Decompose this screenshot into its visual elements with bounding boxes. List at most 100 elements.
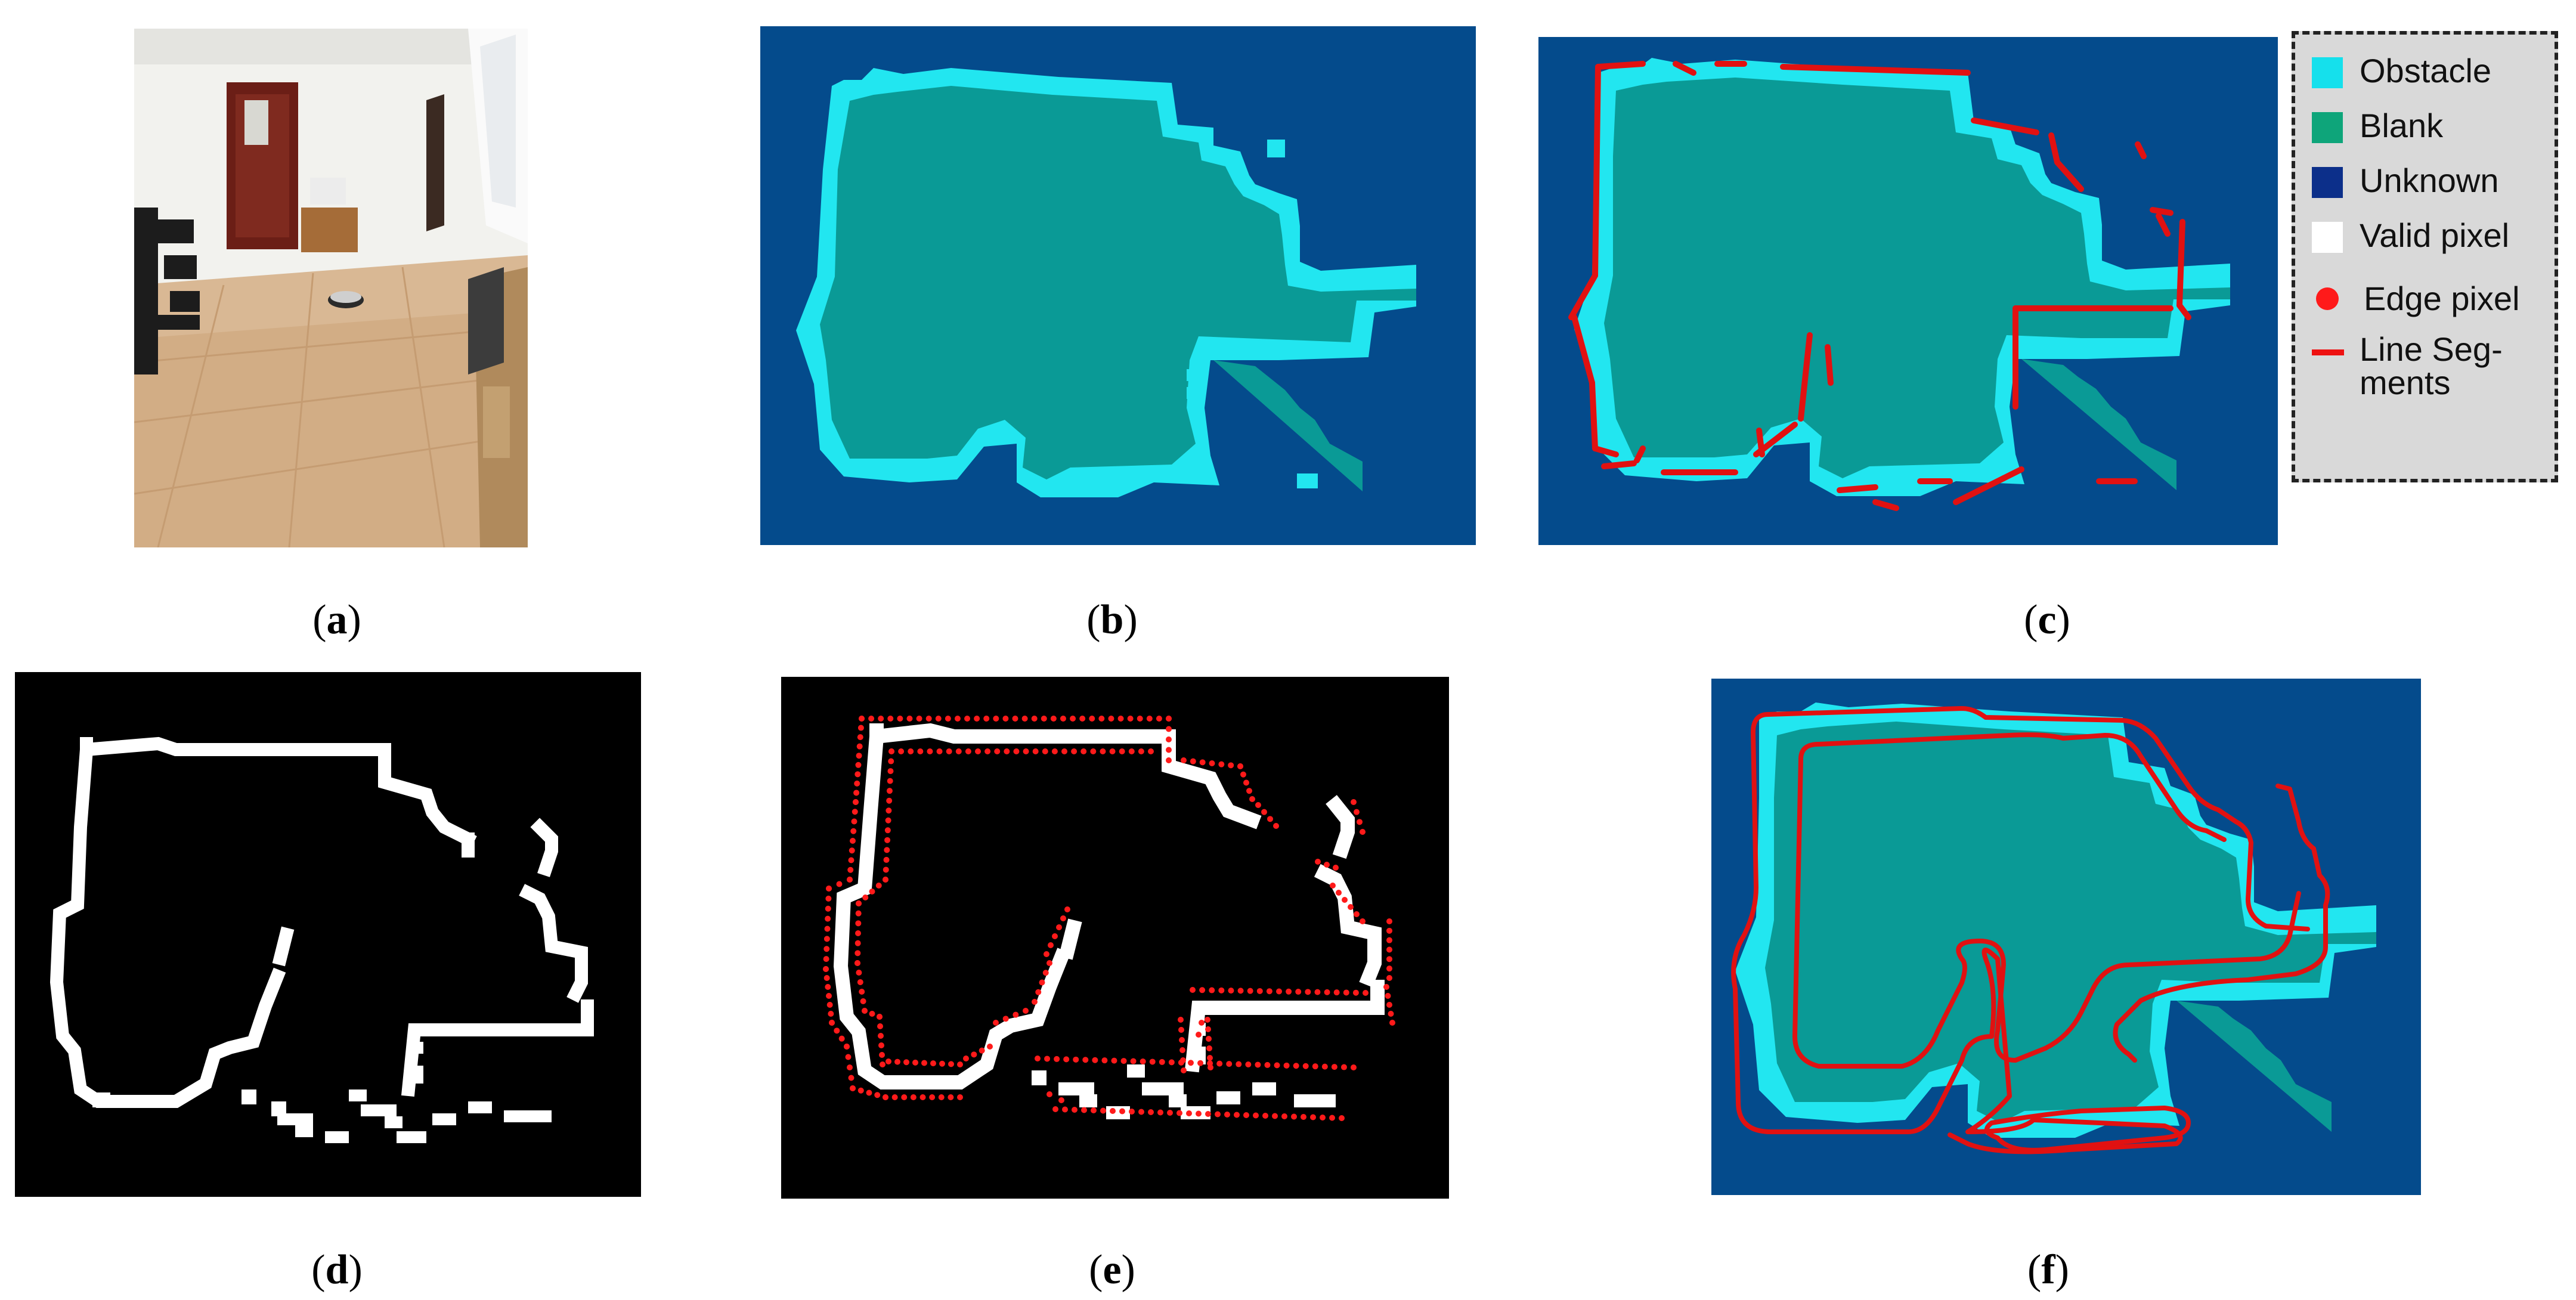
edge-pixel [1052,1106,1058,1112]
edge-pixel [1336,890,1342,896]
edge-pixel [1120,1058,1127,1064]
edge-pixel [854,950,861,957]
edge-pixel [888,758,894,764]
room-photo-illustration [134,29,528,547]
legend-item-obstacle: Obstacle [2312,52,2491,89]
edge-pixel [1321,1063,1328,1070]
edge-pixel [1276,988,1282,995]
edge-pixel [1166,736,1172,742]
edge-pixel [1386,946,1392,953]
edge-pixel [1050,716,1057,722]
edge-pixel [975,748,981,754]
edge-pixel [1261,809,1267,815]
edge-pixel [1023,748,1029,754]
edge-pixel [1157,1109,1163,1116]
edge-pixel [983,716,990,722]
edge-pixel [1331,1064,1337,1070]
edge-pixel [1205,1017,1210,1023]
edge-pixel [1360,918,1366,924]
edge-pixel [1315,859,1321,865]
binary-map-d [15,672,641,1197]
edge-pixel [1240,771,1246,778]
edge-pixel [1333,989,1340,996]
edge-pixel [1209,760,1215,766]
legend-marker-edge-pixel [2316,287,2339,310]
edge-pixel [1138,748,1144,754]
edge-pixel [848,857,854,863]
edge-pixel [1218,761,1225,767]
edge-pixel [1320,1115,1326,1121]
edge-pixel [1386,975,1392,981]
edge-pixel [1046,960,1052,966]
edge-pixel [908,748,914,754]
edge-pixel [1273,823,1279,829]
edge-pixel [851,818,857,825]
panel-c-line-segments [1538,37,2278,545]
edge-pixel [878,1042,884,1048]
edge-pixel [1234,1112,1240,1118]
edge-pixel [1330,883,1336,889]
edge-pixel [1176,1110,1182,1116]
edge-pixel [1101,1057,1108,1064]
edge-pixel [1295,989,1302,995]
edge-pixel [1209,987,1215,993]
edge-pixel [887,716,894,722]
edge-pixel [1293,1063,1299,1069]
edge-pixel [850,838,856,844]
edge-pixel [877,1023,883,1029]
edge-pixel [1013,748,1020,754]
legend-label-obstacle: Obstacle [2360,52,2491,89]
edge-pixel [993,1020,999,1026]
edge-pixel [854,960,860,966]
legend-item-unknown: Unknown [2312,162,2498,199]
edge-pixel [1062,1106,1068,1113]
edge-pixel [1264,1061,1271,1068]
legend-marker-line-segments [2312,349,2344,355]
edge-pixel [1386,937,1392,943]
edge-pixel [855,920,862,927]
edge-pixel [852,809,858,815]
edge-pixel [1179,1037,1185,1043]
edge-pixel [891,1094,898,1100]
legend-label-edge-pixel: Edge pixel [2364,280,2520,317]
edge-pixel [954,716,961,722]
legend-swatch-blank [2312,112,2343,143]
edge-pixel [823,966,829,972]
edge-pixel [898,748,905,754]
edge-pixel [855,930,861,936]
edge-pixel [1042,970,1049,976]
edge-pixel [1206,1036,1212,1042]
edge-pixel [1181,757,1187,763]
edge-pixel [1324,862,1330,868]
edge-pixel [1236,1061,1242,1067]
edge-pixel [1196,1032,1202,1038]
edge-pixel [1243,1112,1249,1118]
edge-pixel [869,889,875,894]
edge-pixel [1186,1110,1192,1116]
edge-pixel [1063,1056,1070,1063]
edge-pixel [1266,988,1272,995]
edge-pixel [883,866,889,873]
edge-pixel [1100,748,1106,754]
edge-pixel [1137,716,1143,722]
edge-pixel [836,881,843,887]
edge-pixel [1343,989,1349,996]
edge-pixel [1262,1113,1268,1119]
edge-pixel [1119,1108,1125,1115]
edge-pixel [1305,989,1311,995]
edge-pixel [901,1094,908,1100]
edge-pixel [1042,748,1048,754]
edge-pixel [930,1060,936,1067]
edge-pixel [828,1011,834,1017]
legend-item-valid-pixel: Valid pixel [2312,217,2509,254]
edge-pixel [1108,716,1114,722]
edge-pixel [1354,911,1360,917]
edge-pixel [963,1056,969,1061]
edge-pixel [847,1064,853,1070]
legend-item-line-segments: Line Seg-ments [2312,333,2503,400]
edge-pixel [850,1085,856,1091]
edge-pixel [1110,1108,1116,1114]
edge-pixel [887,778,893,784]
edge-pixel [856,970,862,976]
edge-pixel [1197,1060,1204,1066]
